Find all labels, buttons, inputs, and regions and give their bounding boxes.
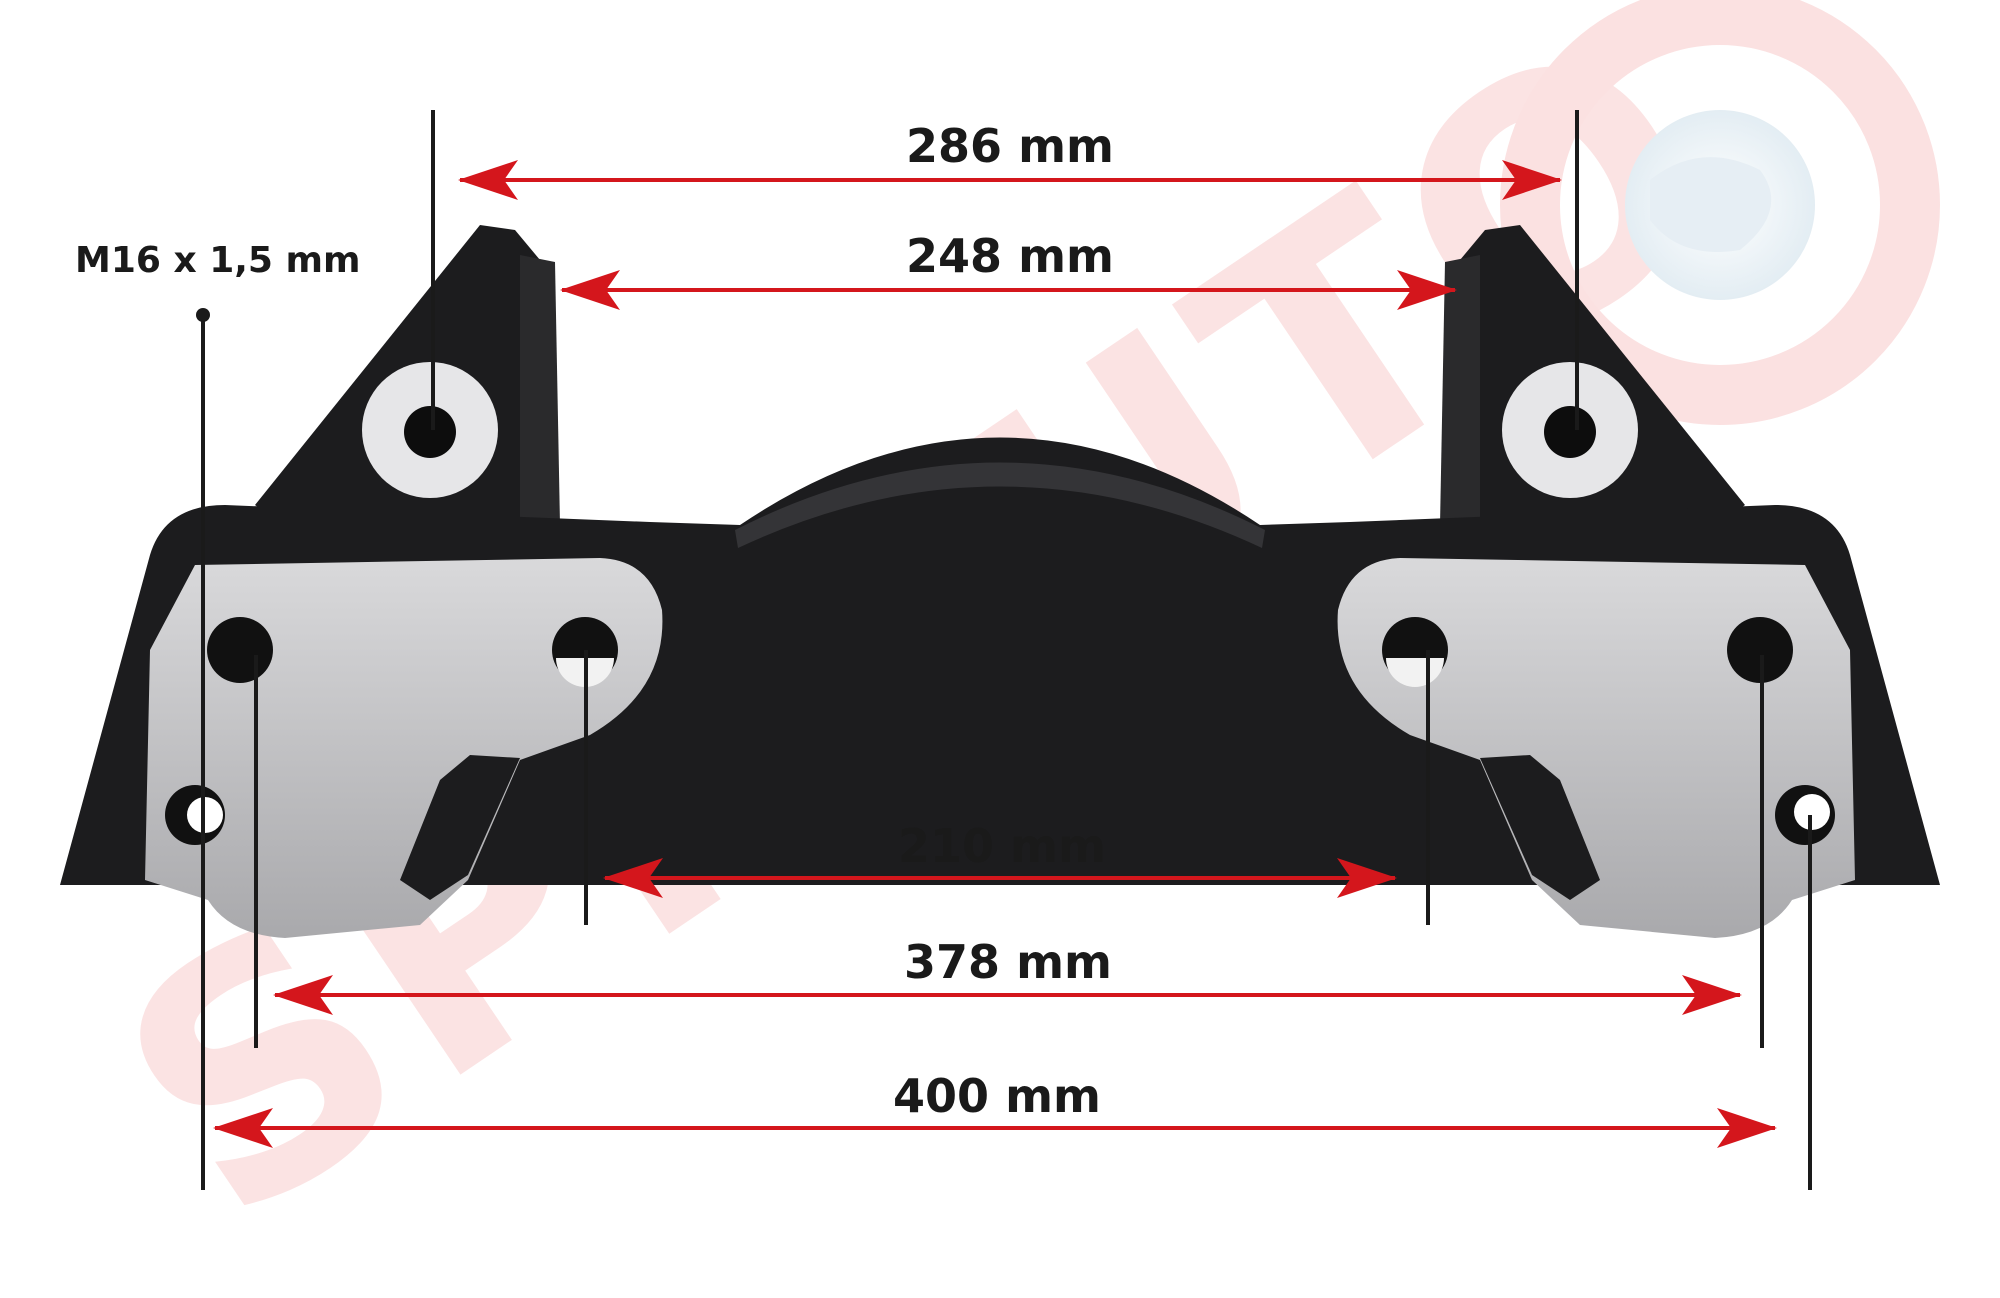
watermark-globe-logo	[1500, 0, 1940, 425]
right-lug-tab	[1440, 255, 1480, 540]
left-plate-recess	[400, 755, 520, 900]
left-lug-tab	[520, 255, 560, 540]
thread-callout-dot	[196, 308, 210, 322]
dimension-labels: 286 mm 248 mm 210 mm 378 mm 400 mm	[893, 119, 1114, 1123]
left-outer-bolt-hole	[207, 617, 273, 683]
dimension-arrows	[213, 160, 1777, 1148]
right-plate-recess	[1480, 755, 1600, 900]
left-bushing-bore	[404, 406, 456, 458]
right-lower-hole-highlight	[1794, 794, 1830, 830]
label-286: 286 mm	[906, 119, 1114, 173]
left-machined-plate	[145, 558, 663, 938]
caliper-carrier	[60, 225, 1940, 938]
right-bushing-bore	[1544, 406, 1596, 458]
carrier-main-body	[60, 437, 1940, 885]
label-378: 378 mm	[904, 935, 1112, 989]
right-outer-bolt-hole	[1727, 617, 1793, 683]
extension-lines	[201, 110, 1812, 1190]
arch-bridge	[735, 462, 1265, 548]
label-210: 210 mm	[898, 819, 1106, 873]
label-400: 400 mm	[893, 1069, 1101, 1123]
thread-spec-label: M16 x 1,5 mm	[75, 240, 361, 281]
right-machined-plate	[1337, 558, 1855, 938]
label-248: 248 mm	[906, 229, 1114, 283]
